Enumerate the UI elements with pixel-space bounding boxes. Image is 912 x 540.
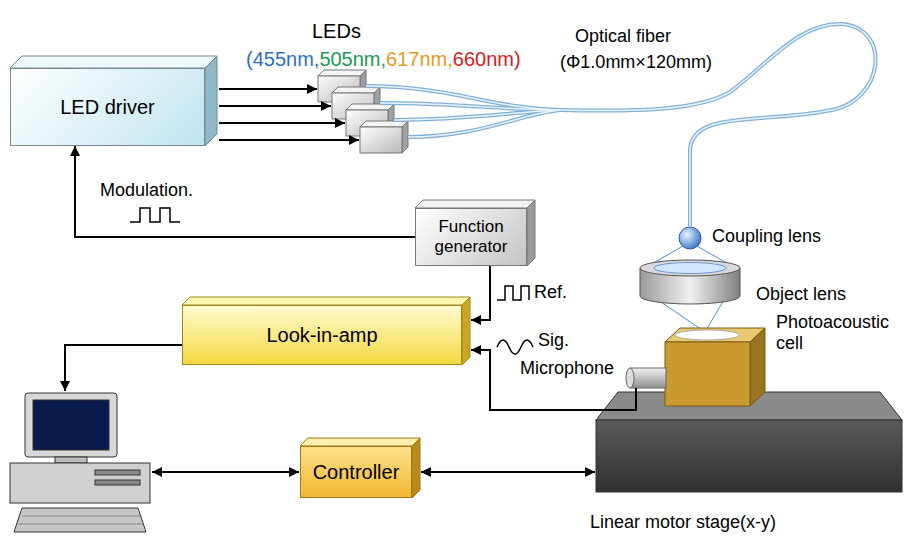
part-label: LEDs	[312, 20, 361, 43]
part-label: Photoacoustic cell	[776, 312, 901, 353]
wavelength-label: 505nm,	[319, 48, 386, 71]
node-label: Controller	[313, 461, 400, 484]
signal-wire	[471, 350, 636, 410]
function-generator-box: Function generator	[415, 208, 527, 266]
signal-connector	[75, 146, 415, 237]
control-wire	[421, 471, 595, 473]
optical-fiber	[366, 24, 876, 226]
data-wire	[65, 345, 182, 391]
box-side	[527, 200, 535, 266]
part-label: Microphone	[520, 358, 614, 379]
node-label: Function generator	[422, 217, 520, 256]
control-wire	[152, 471, 299, 473]
microphone	[626, 368, 666, 388]
box-top	[415, 200, 535, 208]
box-side	[462, 297, 470, 365]
square-wave	[497, 286, 529, 300]
led-driver-box: LED driver	[10, 68, 205, 146]
box-top	[300, 438, 420, 446]
wavelength-label: 660nm)	[453, 48, 521, 71]
lock-in-amp-box: Look-in-amp	[182, 305, 462, 365]
part-label: Object lens	[756, 284, 846, 305]
photoacoustic-cell	[665, 328, 765, 406]
controller-box: Controller	[300, 446, 412, 498]
signal-connector	[471, 266, 490, 320]
box-side	[205, 56, 217, 146]
part-label: (Φ1.0mm×120mm)	[560, 52, 712, 73]
part-label: Coupling lens	[712, 226, 821, 247]
wavelength-label: 617nm,	[386, 48, 453, 71]
part-label: Ref.	[534, 282, 567, 303]
box-top	[182, 297, 470, 305]
computer	[10, 393, 150, 532]
node-label: Look-in-amp	[266, 324, 377, 347]
box-side	[412, 438, 420, 498]
sine-wave	[497, 340, 533, 354]
part-label: Modulation.	[100, 180, 193, 201]
part-label: Sig.	[538, 330, 569, 351]
part-label: Optical fiber	[575, 26, 671, 47]
box-depth	[10, 56, 535, 498]
linear-motor-stage	[596, 392, 902, 492]
drive-arrows	[219, 89, 359, 140]
coupling-lens	[679, 227, 701, 249]
wavelength-list: (455nm,505nm,617nm,660nm)	[246, 48, 521, 71]
wavelength-label: (455nm,	[246, 48, 319, 71]
box-top	[10, 56, 217, 68]
object-lens	[640, 260, 740, 304]
part-label: Linear motor stage(x-y)	[590, 512, 776, 533]
node-label: LED driver	[60, 96, 154, 119]
square-wave	[130, 208, 180, 222]
